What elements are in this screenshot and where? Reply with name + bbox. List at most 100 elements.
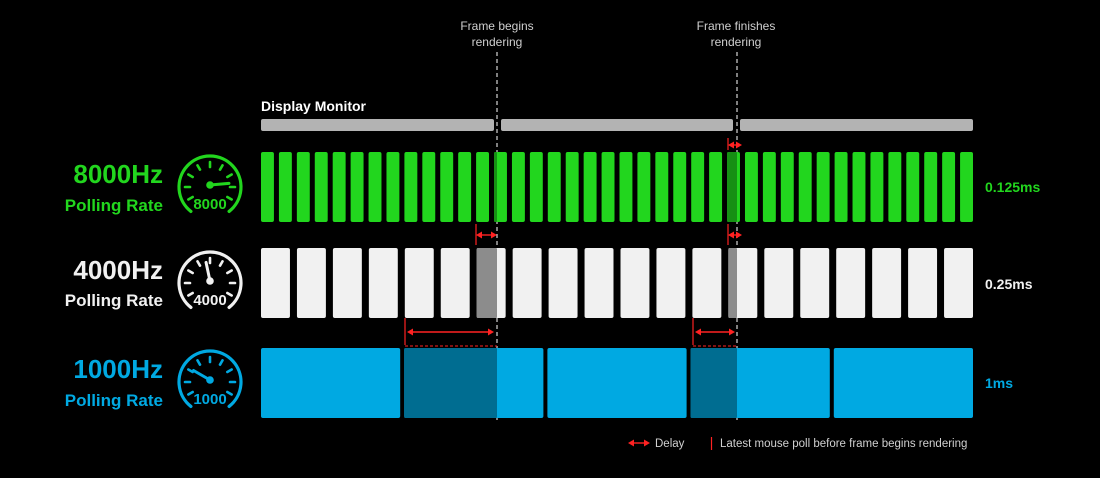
- delay-4000-a: [407, 328, 494, 336]
- poll-block: [836, 248, 866, 318]
- delay-4000-b: [695, 328, 735, 336]
- poll-block: [296, 248, 326, 318]
- poll-block: [368, 248, 398, 318]
- poll-block: [656, 248, 686, 318]
- poll-block: [386, 152, 400, 222]
- poll-block: [583, 152, 597, 222]
- frame-begins-label-2: rendering: [472, 35, 523, 49]
- poll-block: [529, 152, 543, 222]
- delay-arrows: [404, 138, 742, 347]
- sub-4000: Polling Rate: [65, 291, 163, 310]
- monitor-frame-3: [740, 119, 973, 131]
- poll-block: [800, 248, 830, 318]
- poll-block: [422, 152, 436, 222]
- gauge-4000-icon: 4000: [177, 250, 243, 310]
- poll-block: [350, 152, 364, 222]
- gauge-1000-label: 1000: [193, 391, 226, 408]
- poll-block: [619, 152, 633, 222]
- poll-block: [440, 248, 470, 318]
- interval-4000: 0.25ms: [985, 276, 1033, 292]
- poll-block: [620, 248, 650, 318]
- legend-poll-label: Latest mouse poll before frame begins re…: [720, 438, 967, 450]
- poll-block: [744, 152, 758, 222]
- poll-block: [960, 152, 973, 222]
- poll-block: [798, 152, 812, 222]
- sub-8000: Polling Rate: [65, 196, 163, 215]
- monitor-frame-2: [501, 119, 733, 131]
- poll-block: [332, 152, 346, 222]
- latest-poll-highlight: [728, 248, 737, 318]
- legend: Delay Latest mouse poll before frame beg…: [628, 437, 967, 450]
- gauges: 8000 4000 1000: [177, 154, 243, 409]
- poll-block: [637, 152, 651, 222]
- gauge-8000-icon: 8000: [177, 154, 243, 214]
- latest-poll-highlight: [690, 348, 737, 418]
- gauge-4000-label: 4000: [193, 292, 226, 309]
- poll-block: [852, 152, 866, 222]
- poll-block: [440, 152, 454, 222]
- poll-block: [872, 248, 902, 318]
- poll-block: [888, 152, 902, 222]
- poll-block: [709, 152, 723, 222]
- gauge-1000-icon: 1000: [177, 349, 243, 409]
- poll-block: [332, 248, 362, 318]
- poll-block: [834, 152, 848, 222]
- latest-poll-highlight: [494, 152, 497, 222]
- row-8000: [261, 152, 973, 222]
- poll-block: [476, 152, 490, 222]
- row-4000: [261, 248, 973, 318]
- frame-finishes-label-2: rendering: [711, 35, 762, 49]
- delay-8000-b-top: [728, 141, 742, 149]
- monitor-frame-1: [261, 119, 494, 131]
- poll-block: [942, 152, 956, 222]
- poll-block: [511, 152, 525, 222]
- latest-poll-highlight: [727, 152, 737, 222]
- poll-block: [944, 248, 973, 318]
- poll-block: [547, 152, 561, 222]
- rate-1000: 1000Hz: [73, 354, 163, 384]
- sub-1000: Polling Rate: [65, 391, 163, 410]
- poll-block: [870, 152, 884, 222]
- poll-block: [565, 152, 579, 222]
- poll-block: [261, 348, 401, 418]
- poll-block: [924, 152, 938, 222]
- poll-block: [584, 248, 614, 318]
- row-1000: [261, 348, 973, 418]
- delay-8000-a: [476, 231, 497, 239]
- gauge-8000-label: 8000: [193, 196, 226, 213]
- display-monitor-label: Display Monitor: [261, 98, 367, 114]
- poll-block: [906, 152, 920, 222]
- delay-8000-b: [728, 231, 742, 239]
- legend-delay-icon: [628, 439, 650, 447]
- interval-1000: 1ms: [985, 375, 1013, 391]
- poll-block: [547, 348, 687, 418]
- poll-block: [278, 152, 292, 222]
- poll-block: [833, 348, 973, 418]
- legend-delay-label: Delay: [655, 438, 685, 450]
- poll-block: [673, 152, 687, 222]
- poll-block: [764, 248, 794, 318]
- poll-block: [458, 152, 472, 222]
- poll-block: [314, 152, 328, 222]
- poll-block: [780, 152, 794, 222]
- frame-begins-label-1: Frame begins: [460, 19, 533, 33]
- poll-block: [601, 152, 615, 222]
- poll-block: [296, 152, 310, 222]
- poll-block: [816, 152, 830, 222]
- poll-block: [512, 248, 542, 318]
- poll-block: [692, 248, 722, 318]
- poll-block: [368, 152, 382, 222]
- row-labels: 8000Hz Polling Rate 4000Hz Polling Rate …: [65, 159, 163, 410]
- poll-block: [908, 248, 938, 318]
- rate-8000: 8000Hz: [73, 159, 163, 189]
- poll-block: [404, 248, 434, 318]
- rate-4000: 4000Hz: [73, 255, 163, 285]
- display-monitor-bar: [261, 119, 973, 131]
- poll-block: [548, 248, 578, 318]
- poll-block: [494, 152, 507, 222]
- poll-block: [261, 152, 274, 222]
- poll-block: [655, 152, 669, 222]
- poll-block: [261, 248, 290, 318]
- latest-poll-highlight: [404, 348, 497, 418]
